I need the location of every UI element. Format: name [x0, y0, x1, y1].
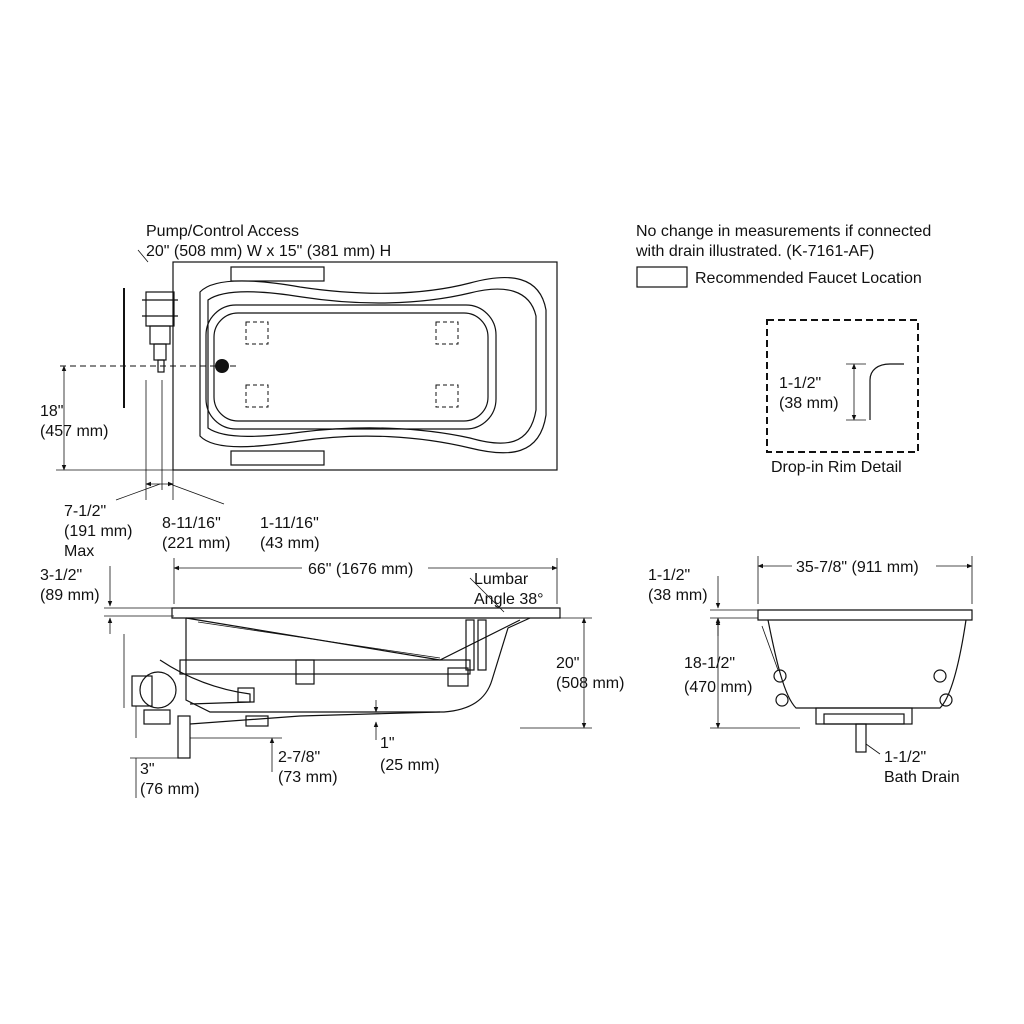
faucet-location-top	[230, 266, 325, 282]
end-rim	[757, 609, 973, 621]
bath-drain-size: 1-1/2"	[884, 749, 926, 766]
faucet-legend-swatch	[636, 266, 688, 288]
dim-1-11-in: 1-11/16"	[260, 515, 319, 532]
dim-20-in: 20"	[556, 655, 579, 672]
pump-motor-icon	[139, 671, 177, 709]
end-rim-mm: (38 mm)	[648, 587, 708, 604]
dim-35: 35-7/8" (911 mm)	[796, 559, 919, 576]
plan-view: Pump/Control Access 20" (508 mm) W x 15"…	[40, 223, 558, 560]
end-rim-in: 1-1/2"	[648, 567, 690, 584]
drain-note-2: with drain illustrated. (K-7161-AF)	[635, 243, 874, 260]
dim-7-in: 7-1/2"	[64, 503, 106, 520]
dim-8-mm: (221 mm)	[162, 535, 230, 552]
rim-detail-title: Drop-in Rim Detail	[771, 459, 902, 476]
side-elevation: 66" (1676 mm) 3-1/2" (89 mm) Lumbar Angl…	[40, 558, 624, 798]
lumbar-label: Lumbar	[474, 571, 529, 588]
plumbing-side	[131, 619, 487, 759]
dim-3-in: 3"	[140, 761, 155, 778]
dim-7-mm: (191 mm)	[64, 523, 132, 540]
jet-marker	[245, 384, 269, 408]
pump-icon	[142, 291, 178, 373]
dim-18-in: 18"	[40, 403, 63, 420]
jet-marker	[435, 321, 459, 345]
end-elevation: 35-7/8" (911 mm) 1-1/2" (38 mm) 18-1/2" …	[648, 556, 973, 786]
tub-shell-side	[185, 617, 531, 713]
pump-access-label: Pump/Control Access	[146, 223, 299, 240]
dim-7-max: Max	[64, 543, 94, 560]
dim-1-11-mm: (43 mm)	[260, 535, 320, 552]
rim-dim-mm: (38 mm)	[779, 395, 839, 412]
jet-marker	[435, 384, 459, 408]
dim-2-78-mm: (73 mm)	[278, 769, 338, 786]
bath-drain-label: Bath Drain	[884, 769, 960, 786]
dim-18-5-mm: (470 mm)	[684, 679, 752, 696]
faucet-location-bottom	[230, 450, 325, 466]
dim-3-5-mm: (89 mm)	[40, 587, 100, 604]
rim-dim-in: 1-1/2"	[779, 375, 821, 392]
dim-20-mm: (508 mm)	[556, 675, 624, 692]
faucet-legend-label: Recommended Faucet Location	[695, 270, 922, 287]
dim-3-5-in: 3-1/2"	[40, 567, 82, 584]
dim-18-5-in: 18-1/2"	[684, 655, 735, 672]
tub-basin	[205, 304, 497, 430]
jet-marker	[245, 321, 269, 345]
tub-deck-curve	[199, 277, 547, 454]
notes-area: No change in measurements if connected w…	[635, 223, 931, 288]
drain-note-1: No change in measurements if connected	[636, 223, 931, 240]
lumbar-angle: Angle 38°	[474, 591, 544, 608]
dim-1-mm: (25 mm)	[380, 757, 440, 774]
end-shell	[767, 619, 967, 709]
dim-8-in: 8-11/16"	[162, 515, 221, 532]
dim-3-mm: (76 mm)	[140, 781, 200, 798]
dim-2-78-in: 2-7/8"	[278, 749, 320, 766]
dim-18-mm: (457 mm)	[40, 423, 108, 440]
dim-66: 66" (1676 mm)	[308, 561, 413, 578]
dim-1-in: 1"	[380, 735, 395, 752]
pump-access-size: 20" (508 mm) W x 15" (381 mm) H	[146, 243, 391, 260]
rim-detail: 1-1/2" (38 mm) Drop-in Rim Detail	[766, 319, 919, 476]
